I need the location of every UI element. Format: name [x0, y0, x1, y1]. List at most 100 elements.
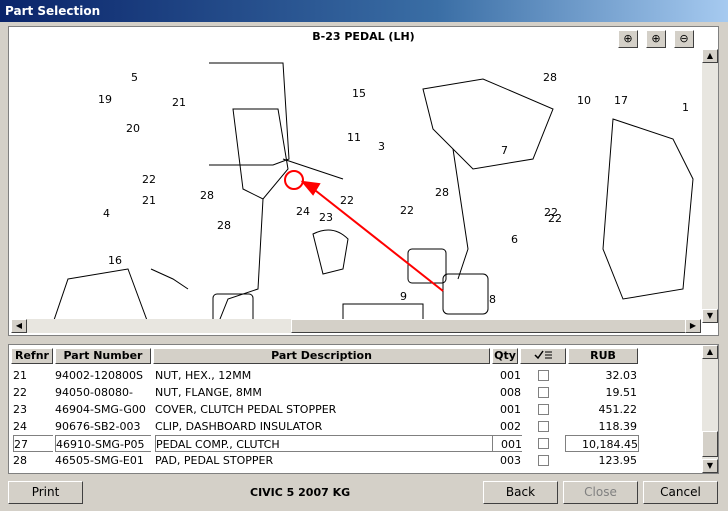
window-title: Part Selection — [0, 0, 728, 22]
scroll-down-icon[interactable]: ▼ — [702, 309, 718, 323]
cell-price: 19.51 — [605, 386, 638, 399]
cell-qty: 002 — [500, 420, 521, 433]
parts-diagram[interactable]: 5 19 21 20 22 28 4 21 28 24 23 16 15 11 … — [13, 49, 701, 323]
callout-label[interactable]: 5 — [131, 71, 138, 84]
accelerator-pedal — [52, 268, 149, 323]
scroll-down-icon[interactable]: ▼ — [702, 459, 718, 473]
table-row-selected[interactable]: 27 46910-SMG-P05 PEDAL COMP., CLUTCH 001… — [11, 435, 701, 452]
cell-part-number: 94002-120800S — [55, 369, 143, 382]
callout-label[interactable]: 28 — [543, 71, 557, 84]
highlight-arrow-line — [310, 186, 444, 292]
callout-label[interactable]: 20 — [126, 122, 140, 135]
callout-label[interactable]: 19 — [98, 93, 112, 106]
callout-label[interactable]: 15 — [352, 87, 366, 100]
callout-label[interactable]: 28 — [200, 189, 214, 202]
callout-label[interactable]: 28 — [217, 219, 231, 232]
brake-pedal-arm — [217, 198, 264, 323]
cell-qty: 003 — [500, 454, 521, 467]
scroll-thumb[interactable] — [702, 431, 718, 457]
cancel-button[interactable]: Cancel — [643, 481, 718, 504]
bracket-outline — [209, 62, 290, 166]
table-row[interactable]: 28 46505-SMG-E01 PAD, PEDAL STOPPER 003 … — [11, 452, 701, 469]
print-button[interactable]: Print — [8, 481, 83, 504]
cell-refnr: 27 — [13, 435, 53, 452]
table-row[interactable]: 24 90676-SB2-003 CLIP, DASHBOARD INSULAT… — [11, 418, 701, 435]
pedal-bracket — [232, 108, 289, 200]
table-row[interactable]: 23 46904-SMG-G00 COVER, CLUTCH PEDAL STO… — [11, 401, 701, 418]
callout-label[interactable]: 16 — [108, 254, 122, 267]
callout-label[interactable]: 24 — [296, 205, 310, 218]
cell-description: PEDAL COMP., CLUTCH — [155, 435, 492, 452]
select-checkbox[interactable] — [538, 387, 549, 398]
select-checkbox[interactable] — [538, 404, 549, 415]
cell-description: CLIP, DASHBOARD INSULATOR — [155, 420, 323, 433]
callout-label[interactable]: 4 — [103, 207, 110, 220]
cell-price: 32.03 — [605, 369, 638, 382]
cell-part-number: 46904-SMG-G00 — [55, 403, 146, 416]
callout-label[interactable]: 6 — [511, 233, 518, 246]
col-header-part-description[interactable]: Part Description — [153, 348, 490, 364]
stopper-cover — [312, 229, 349, 275]
close-button[interactable]: Close — [563, 481, 638, 504]
select-checkbox[interactable] — [538, 438, 549, 449]
vehicle-model: CIVIC 5 2007 KG — [250, 486, 351, 499]
callout-label[interactable]: 22 — [544, 206, 558, 219]
diagram-horizontal-scrollbar[interactable]: ◀ ▶ — [11, 319, 701, 333]
cell-qty: 001 — [492, 435, 522, 452]
pedal-cover — [407, 248, 447, 284]
scroll-left-icon[interactable]: ◀ — [11, 319, 27, 333]
callout-label[interactable]: 11 — [347, 131, 361, 144]
col-header-refnr[interactable]: Refnr — [11, 348, 53, 364]
pedal-line-left — [150, 268, 189, 290]
col-header-select-icon[interactable] — [520, 348, 566, 364]
callout-label[interactable]: 28 — [435, 186, 449, 199]
cell-refnr: 28 — [13, 454, 27, 467]
scroll-up-icon[interactable]: ▲ — [702, 49, 718, 63]
callout-label[interactable]: 22 — [340, 194, 354, 207]
brake-pedal-pad — [212, 293, 254, 323]
callout-label[interactable]: 22 — [142, 173, 156, 186]
col-header-part-number[interactable]: Part Number — [55, 348, 151, 364]
scroll-right-icon[interactable]: ▶ — [685, 319, 701, 333]
cell-refnr: 21 — [13, 369, 27, 382]
cell-qty: 008 — [500, 386, 521, 399]
cell-refnr: 22 — [13, 386, 27, 399]
callout-label[interactable]: 10 — [577, 94, 591, 107]
callout-label[interactable]: 9 — [400, 290, 407, 303]
col-header-qty[interactable]: Qty — [492, 348, 518, 364]
callout-label[interactable]: 21 — [142, 194, 156, 207]
diagram-title: B-23 PEDAL (LH) — [312, 30, 415, 43]
cell-description: COVER, CLUTCH PEDAL STOPPER — [155, 403, 337, 416]
callout-label[interactable]: 7 — [501, 144, 508, 157]
callout-label[interactable]: 21 — [172, 96, 186, 109]
highlight-arrowhead — [300, 180, 321, 196]
col-header-rub[interactable]: RUB — [568, 348, 638, 364]
select-checkbox[interactable] — [538, 455, 549, 466]
scroll-up-icon[interactable]: ▲ — [702, 345, 718, 359]
callout-label[interactable]: 3 — [378, 140, 385, 153]
select-checkbox[interactable] — [538, 421, 549, 432]
right-bracket — [602, 118, 694, 300]
table-row[interactable]: 21 94002-120800S NUT, HEX., 12MM 001 32.… — [11, 367, 701, 384]
zoom-out-icon[interactable]: ⊖ — [674, 30, 694, 48]
table-vertical-scrollbar[interactable]: ▲ ▼ — [702, 345, 718, 473]
select-checkbox[interactable] — [538, 370, 549, 381]
back-button[interactable]: Back — [483, 481, 558, 504]
diagram-vertical-scrollbar[interactable]: ▲ ▼ — [702, 49, 718, 323]
zoom-in-icon[interactable]: ⊕ — [646, 30, 666, 48]
callout-label[interactable]: 1 — [682, 101, 689, 114]
cell-part-number: 94050-08080- — [55, 386, 133, 399]
callout-label[interactable]: 23 — [319, 211, 333, 224]
table-row[interactable]: 22 94050-08080- NUT, FLANGE, 8MM 008 19.… — [11, 384, 701, 401]
scroll-thumb[interactable] — [291, 319, 701, 333]
callout-label[interactable]: 17 — [614, 94, 628, 107]
callout-label[interactable]: 8 — [489, 293, 496, 306]
callout-label[interactable]: 22 — [548, 212, 562, 225]
clutch-pedal-pad — [442, 273, 489, 315]
cell-price: 123.95 — [598, 454, 638, 467]
callout-label[interactable]: 22 — [400, 204, 414, 217]
cell-price: 118.39 — [598, 420, 638, 433]
zoom-in-area-icon[interactable]: ⊕ — [618, 30, 638, 48]
highlight-circle — [284, 170, 304, 190]
cell-refnr: 23 — [13, 403, 27, 416]
